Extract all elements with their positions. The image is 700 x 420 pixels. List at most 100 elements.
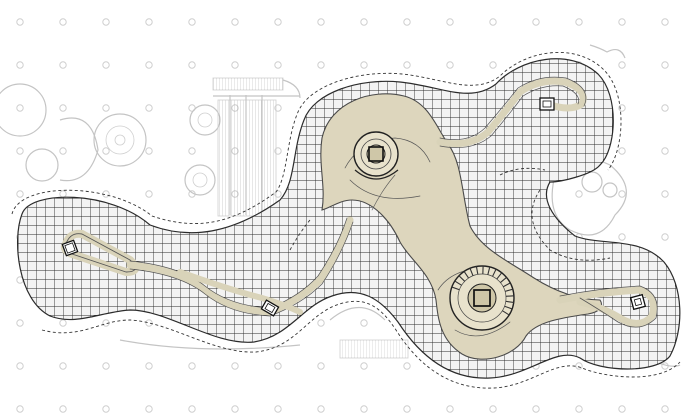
grid-dot bbox=[16, 61, 24, 69]
radial-tick bbox=[469, 268, 474, 276]
path-east-loop bbox=[556, 286, 657, 327]
pavilion-northeast bbox=[539, 97, 555, 111]
grid-dot bbox=[188, 61, 196, 69]
grid-dot bbox=[16, 319, 24, 327]
ghost-ring bbox=[189, 104, 221, 136]
grid-dot bbox=[317, 18, 325, 26]
grid-dot bbox=[102, 18, 110, 26]
ghost-ring bbox=[581, 171, 603, 193]
grid-dot bbox=[618, 61, 626, 69]
radial-tick bbox=[505, 300, 514, 303]
grid-dot bbox=[532, 405, 540, 413]
grid-dot bbox=[231, 61, 239, 69]
pavilion-top-large bbox=[353, 131, 399, 180]
ghost-colonnade bbox=[212, 77, 301, 217]
radial-tick bbox=[487, 266, 491, 275]
grid-dot bbox=[618, 190, 626, 198]
grid-dot bbox=[618, 18, 626, 26]
radial-tick bbox=[504, 288, 513, 292]
ghost-ring bbox=[105, 125, 135, 155]
path-edge bbox=[439, 85, 579, 148]
grid-dot bbox=[618, 233, 626, 241]
grid-dot bbox=[661, 147, 669, 155]
grid-dot bbox=[102, 61, 110, 69]
grid-dot bbox=[188, 362, 196, 370]
ghost-ring bbox=[192, 172, 208, 188]
pavilion-bottom-large bbox=[449, 265, 515, 331]
grid-dot bbox=[489, 61, 497, 69]
grid-dot bbox=[102, 405, 110, 413]
grid-dot bbox=[145, 61, 153, 69]
grid-dot bbox=[317, 405, 325, 413]
ghost-curve bbox=[119, 339, 301, 350]
grid-dot bbox=[618, 147, 626, 155]
ghost-ring bbox=[0, 83, 47, 137]
radial-tick bbox=[500, 277, 507, 283]
grid-dot bbox=[188, 405, 196, 413]
grid-dot bbox=[16, 147, 24, 155]
grid-dot bbox=[618, 104, 626, 112]
grid-dot bbox=[102, 104, 110, 112]
dashed-boundary bbox=[11, 51, 681, 389]
ghost-ring bbox=[602, 182, 618, 198]
dashed-outline bbox=[41, 300, 681, 389]
grid-dot bbox=[360, 362, 368, 370]
ghost-ring bbox=[184, 164, 216, 196]
ghost-curve bbox=[59, 117, 99, 182]
path-northeast bbox=[436, 77, 587, 148]
ghost-ring bbox=[114, 134, 126, 146]
grid-dot bbox=[661, 61, 669, 69]
grid-dot bbox=[231, 18, 239, 26]
grid-dot bbox=[145, 18, 153, 26]
grid-dot bbox=[59, 190, 67, 198]
radial-tick bbox=[492, 268, 497, 277]
pavilion-east bbox=[629, 293, 647, 311]
grid-dot bbox=[575, 190, 583, 198]
grid-dot bbox=[403, 18, 411, 26]
grid-dot bbox=[102, 147, 110, 155]
grid-dot bbox=[446, 61, 454, 69]
grid-dot bbox=[59, 147, 67, 155]
grid-dot bbox=[489, 18, 497, 26]
grid-dot bbox=[145, 104, 153, 112]
grid-dot bbox=[661, 405, 669, 413]
path-branch-low bbox=[177, 269, 303, 315]
grid-dot bbox=[661, 190, 669, 198]
grid-dot bbox=[102, 362, 110, 370]
grid-dot bbox=[59, 18, 67, 26]
path-edge bbox=[439, 76, 587, 140]
grid-dot bbox=[188, 147, 196, 155]
pavilion-west bbox=[61, 239, 79, 257]
grid-dot bbox=[59, 362, 67, 370]
grid-dot bbox=[360, 18, 368, 26]
pavilion-center-low bbox=[260, 299, 280, 317]
radial-tick bbox=[502, 282, 511, 288]
path-edge bbox=[129, 221, 354, 317]
dashed-inner bbox=[531, 189, 611, 261]
grid-dot bbox=[274, 362, 282, 370]
grid-dot bbox=[317, 61, 325, 69]
grid-dot bbox=[16, 405, 24, 413]
grid-dot bbox=[446, 18, 454, 26]
grid-dot bbox=[274, 18, 282, 26]
grid-dot bbox=[16, 190, 24, 198]
dashed-outline bbox=[11, 51, 622, 225]
path-edge bbox=[559, 285, 658, 328]
grid-dot bbox=[274, 405, 282, 413]
grid-dot bbox=[16, 362, 24, 370]
radial-ticks bbox=[451, 266, 514, 316]
dashed-inner bbox=[499, 167, 546, 176]
grid-dot bbox=[360, 319, 368, 327]
grid-dot bbox=[231, 362, 239, 370]
grid-dot bbox=[360, 405, 368, 413]
radial-tick bbox=[496, 272, 503, 280]
grid-dot bbox=[618, 405, 626, 413]
ghost-underlay bbox=[0, 44, 681, 367]
ghost-curve bbox=[589, 44, 626, 59]
grid-dot bbox=[360, 61, 368, 69]
radial-tick bbox=[505, 295, 514, 297]
grid-dot bbox=[231, 405, 239, 413]
grid-dot bbox=[403, 362, 411, 370]
radial-tick bbox=[463, 271, 470, 279]
plaza-arc bbox=[371, 174, 396, 211]
